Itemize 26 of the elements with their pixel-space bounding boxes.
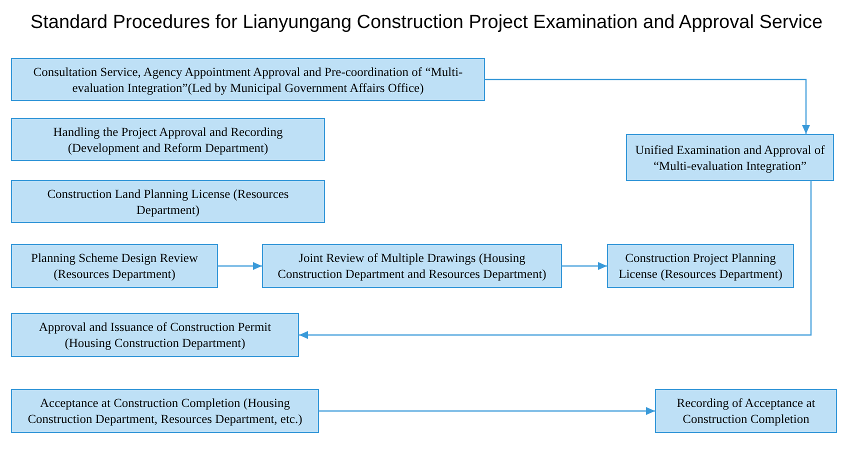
process-box bbox=[607, 244, 794, 288]
box-text: Handling the Project Approval and Recording (Development and Reform Department) bbox=[52, 124, 284, 156]
box-text: Recording of Acceptance at Construction Completion bbox=[676, 395, 816, 427]
process-box bbox=[11, 180, 325, 223]
process-box bbox=[11, 313, 299, 357]
arrow bbox=[299, 181, 812, 339]
box-text: Construction Project Planning License (Resources Department) bbox=[618, 250, 784, 282]
box-text: Joint Review of Multiple Drawings (Housing Construction Department and Resources Department) bbox=[276, 250, 548, 282]
arrow bbox=[218, 262, 262, 270]
arrow bbox=[485, 78, 810, 134]
box-text: Approval and Issuance of Construction Permit (Housing Construction Department) bbox=[38, 319, 272, 351]
arrow bbox=[562, 262, 607, 270]
process-box bbox=[11, 389, 319, 433]
box-text: Acceptance at Construction Completion (Housing Construction Department, Resources Department, etc.) bbox=[26, 395, 304, 427]
diagram-title: Standard Procedures for Lianyungang Construction Project Examination and Approval Service bbox=[29, 11, 824, 35]
process-box bbox=[655, 389, 837, 433]
process-box bbox=[11, 244, 218, 288]
process-box bbox=[626, 134, 834, 181]
process-box bbox=[262, 244, 562, 288]
box-text: Consultation Service, Agency Appointment Approval and Pre-coordination of “Multi-evaluation Integration”(Led by Municipal Government Affairs Office) bbox=[32, 64, 464, 96]
process-box bbox=[11, 118, 325, 161]
arrow bbox=[319, 407, 655, 415]
process-box bbox=[11, 58, 485, 101]
box-text: Planning Scheme Design Review (Resources Department) bbox=[30, 250, 199, 282]
box-text: Construction Land Planning License (Resources Department) bbox=[46, 186, 290, 218]
box-text: Unified Examination and Approval of “Multi-evaluation Integration” bbox=[634, 142, 826, 174]
